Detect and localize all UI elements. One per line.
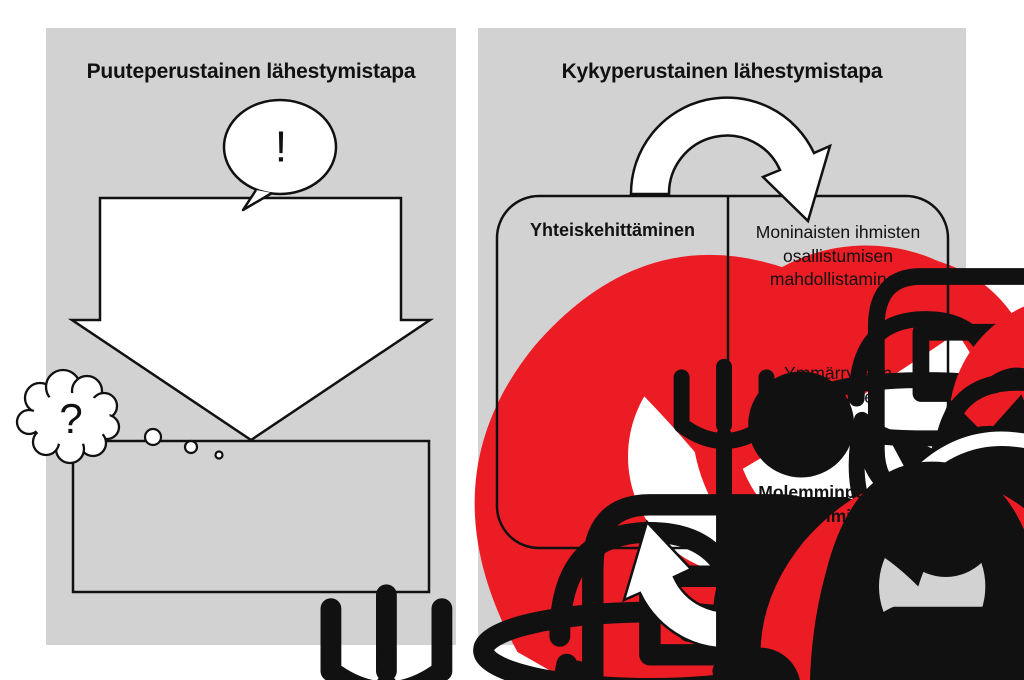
- deficit-approach-title: Puuteperustainen lähestymistapa: [86, 60, 416, 83]
- capability-approach-title: Kykyperustainen lähestymistapa: [561, 60, 883, 83]
- outcome-understanding: Ymmärryksen karttuminen: [784, 363, 892, 407]
- codevelopment-title: Yhteiskehittäminen: [529, 220, 696, 240]
- panel-deficit-approach: [46, 28, 456, 645]
- panel-capability-approach: [478, 28, 966, 645]
- speech-bubble-exclamation: !: [274, 122, 288, 172]
- thought-bubble-question: ?: [59, 394, 83, 442]
- outcome-mutual-learning: Molemminpuolinen oppiminen: [758, 482, 918, 526]
- outcome-participation: Moninaisten ihmisten osallistumisen mahd…: [755, 222, 921, 289]
